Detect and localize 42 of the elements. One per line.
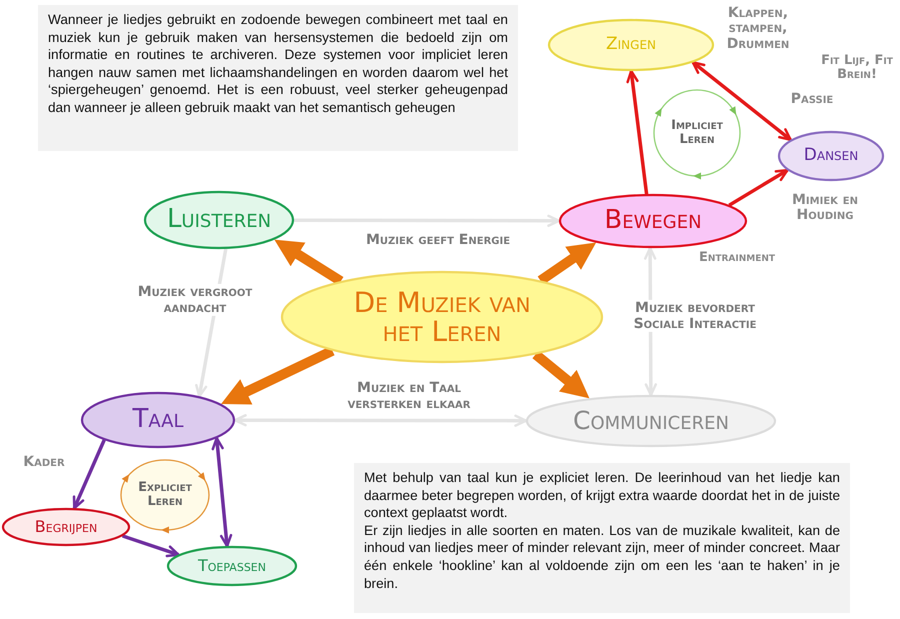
annotation-text: Entrainment (698, 251, 776, 266)
arrow (221, 346, 335, 404)
annotation-text: Kader (22, 455, 66, 470)
ellipse-node (167, 546, 297, 586)
paragraph: Er zijn liedjes in alle soorten en maten. Los van de muzikale kwaliteit, kan de inhoud van liedjes meer of minder relevant zijn, meer of minder concreet. Maar één enkele ‘hookline’ kan al voldoende zijn om een les ‘aan te haken’ in je brein. (364, 522, 840, 592)
node-label: Communiceren (573, 408, 729, 434)
paragraph: Met behulp van taal kun je expliciet leren. De leerinhoud van het liedje kan daarmee beter begrepen worden, of krijgt extra waarde doordat het in de juiste context geplaatst wordt. (364, 469, 840, 522)
node-label: Luisteren (166, 206, 272, 234)
arrow (122, 534, 180, 558)
ellipse-node (778, 131, 884, 181)
annotation-text: Klappen, stampen, Drummen (726, 6, 790, 52)
arrow (294, 214, 560, 227)
annotation-text: Mimiek en Houding (791, 193, 859, 224)
arrow (532, 350, 590, 398)
node-label: Impliciet Leren (670, 119, 724, 147)
node-label: Toepassen (198, 558, 266, 574)
ellipse-node (548, 19, 714, 71)
cycle-circle (120, 459, 210, 531)
node-label: Taal (132, 406, 184, 434)
node-label: De Muziek van het Leren (352, 288, 532, 346)
annotation-text: Passie (790, 92, 834, 108)
node-label: Expliciet Leren (137, 481, 193, 509)
arrow (234, 414, 528, 427)
node-label: Dansen (804, 147, 858, 165)
ellipse-node (144, 191, 294, 249)
annotation-text: Fit Lijf, Fit Brein! (820, 54, 894, 83)
ellipse-node (281, 271, 603, 363)
ellipse-node (559, 194, 747, 248)
arrow (728, 168, 789, 207)
arrow (72, 439, 106, 510)
paragraph: Wanneer je liedjes gebruikt en zodoende bewegen combineert met taal en muziek kun je gebruik maken van hersensystemen die bedoeld zijn om informatie en routines te archiveren. Deze systemen voor impliciet leren hangen nauw samen met lichaamshandelingen en worden daarom wel het ‘spiergeheugen’ genoemd. Het is een robuust, veel sterker geheugenpad dan wanneer je alleen gebruik maakt van het semantisch geheugen (48, 11, 508, 117)
ellipse-node (2, 508, 130, 546)
node-label: Zingen (606, 36, 656, 54)
ellipse-node (81, 392, 235, 448)
node-label: Bewegen (604, 207, 702, 235)
arrow (626, 70, 648, 194)
arrow (274, 240, 344, 286)
arrow (692, 60, 792, 142)
node-label: Begrijpen (34, 518, 98, 536)
arrow (212, 436, 232, 548)
cycle-circle (653, 89, 741, 177)
ellipse-node (526, 395, 776, 447)
